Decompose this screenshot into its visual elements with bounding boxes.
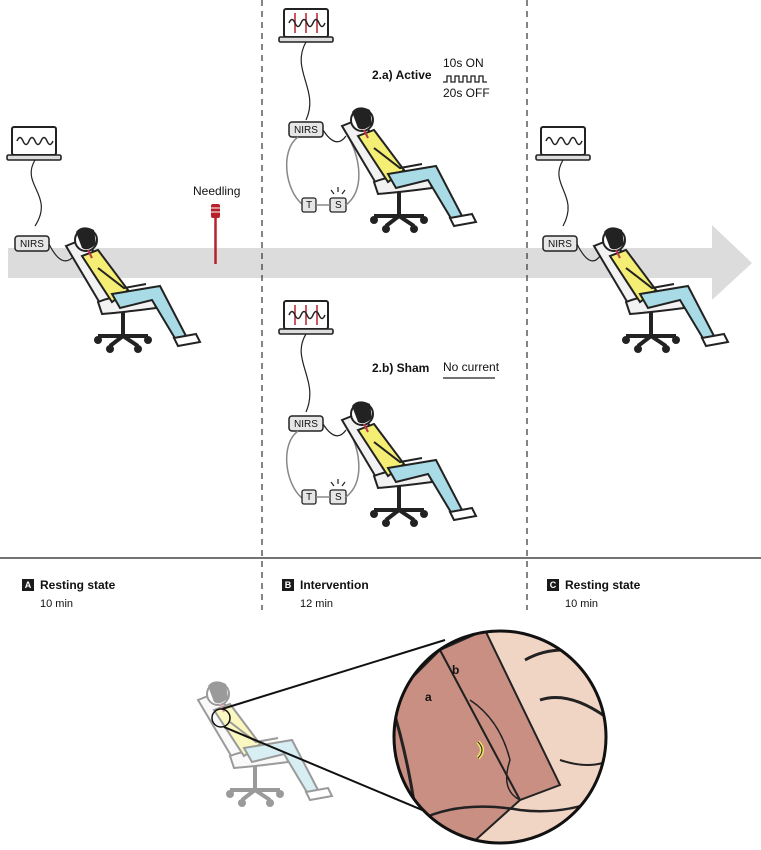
needling-label: Needling [193,184,241,198]
anatomy-inset [392,629,608,845]
person-figure [64,225,202,355]
phase-letter: C [547,579,559,591]
phase-a: A Resting state 10 min [22,576,115,610]
off-label: 20s OFF [443,86,490,100]
phase-c: C Resting state 10 min [547,576,640,610]
phase-duration: 12 min [300,598,334,610]
nirs-box [288,121,324,138]
person-figure [592,225,730,355]
phase-title: Intervention [300,578,369,592]
laptop-icon [278,300,334,335]
inset-label-b: b [452,663,460,677]
nirs-label: NIRS [294,125,318,136]
nirs-box [288,415,324,432]
phase-title: Resting state [40,578,116,592]
laptop-icon [535,126,591,161]
phase-letter: A [22,579,34,591]
sham-label: 2.b) Sham [372,361,430,375]
person-figure [340,105,478,235]
nirs-label: NIRS [20,239,44,250]
pulse-wave-icon [443,75,487,83]
active-label: 2.a) Active [372,68,432,82]
nirs-label: NIRS [548,239,572,250]
phase-duration: 10 min [565,598,599,610]
sham-note: No current [443,360,500,374]
nirs-box [14,235,50,252]
needle-icon [211,204,220,264]
on-label: 10s ON [443,56,484,70]
laptop-icon [278,8,334,43]
phase-duration: 10 min [40,598,74,610]
nirs-label: NIRS [294,419,318,430]
person-figure [340,399,478,529]
laptop-icon [6,126,62,161]
phase-title: Resting state [565,578,641,592]
s-label: S [335,200,342,211]
zoom-source-circle [211,708,231,728]
phase-b: B Intervention 12 min [282,576,369,610]
inset-label-a: a [425,690,432,704]
t-label: T [306,200,313,211]
phase-letter: B [282,579,294,591]
s-label: S [335,492,342,503]
t-label: T [306,492,313,503]
nirs-box [542,235,578,252]
